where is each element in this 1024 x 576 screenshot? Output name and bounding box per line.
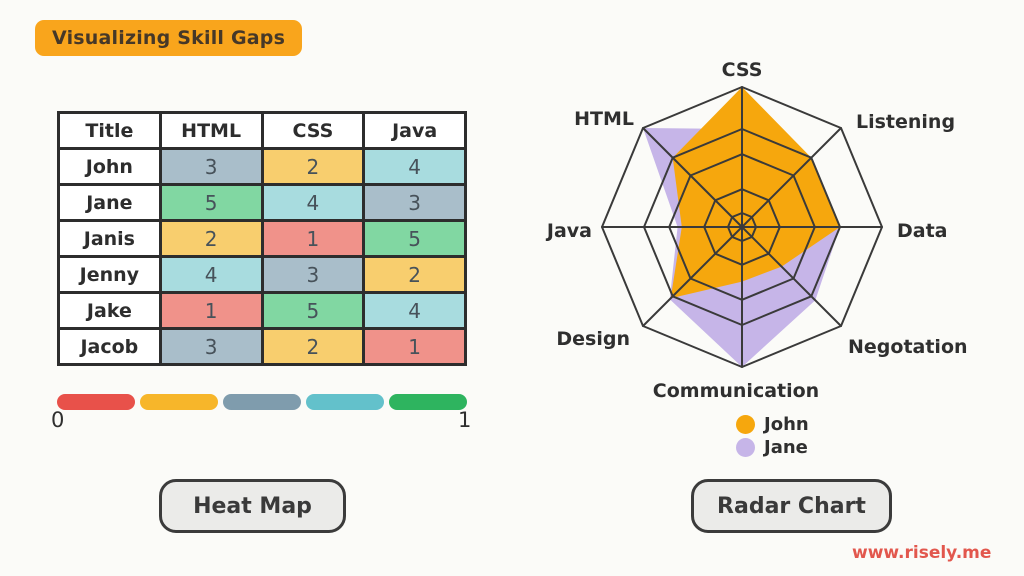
heatmap-col-header: Java — [362, 111, 467, 150]
scale-pill — [140, 394, 218, 410]
radar-chart-button-label: Radar Chart — [717, 493, 866, 519]
heatmap-cell: 3 — [158, 327, 264, 366]
radar-axis-label-negotation: Negotation — [848, 336, 968, 358]
scale-max-label: 1 — [458, 408, 472, 432]
heatmap-cell: 3 — [260, 255, 366, 294]
legend-swatch-icon — [736, 414, 755, 434]
heatmap-row-title: John — [57, 147, 162, 186]
radar-spoke — [741, 127, 842, 228]
radar-spoke — [642, 127, 743, 228]
heatmap-color-scale — [57, 394, 467, 410]
heatmap-cell: 2 — [260, 147, 366, 186]
title-badge-label: Visualizing Skill Gaps — [52, 27, 286, 49]
heatmap-cell: 5 — [158, 183, 264, 222]
radar-series-john — [670, 87, 840, 299]
scale-pill — [57, 394, 135, 410]
heatmap-cell: 3 — [158, 147, 264, 186]
legend-label: John — [764, 413, 809, 435]
heatmap-row-title: Jane — [57, 183, 162, 222]
heatmap-cell: 4 — [362, 147, 467, 186]
radar-chart-button[interactable]: Radar Chart — [691, 479, 892, 533]
heatmap-col-header: Title — [57, 111, 162, 150]
scale-pill — [306, 394, 384, 410]
radar-spoke — [741, 226, 842, 327]
heatmap-col-header: CSS — [260, 111, 366, 150]
heat-map-button-label: Heat Map — [193, 493, 312, 519]
radar-axis-label-communication: Communication — [653, 380, 819, 402]
radar-legend-item: John — [736, 413, 809, 435]
radar-axis-label-data: Data — [897, 220, 948, 242]
heatmap-cell: 4 — [158, 255, 264, 294]
radar-axis-label-html: HTML — [574, 108, 634, 130]
radar-axis-label-design: Design — [556, 328, 630, 350]
radar-axis-label-listening: Listening — [856, 111, 955, 133]
scale-pill — [223, 394, 301, 410]
heatmap-cell: 2 — [260, 327, 366, 366]
heatmap-cell: 4 — [260, 183, 366, 222]
heatmap-cell: 3 — [362, 183, 467, 222]
heatmap-row-title: Jenny — [57, 255, 162, 294]
radar-axis-label-java: Java — [545, 220, 592, 242]
heatmap-row-title: Jake — [57, 291, 162, 330]
heatmap-cell: 2 — [362, 255, 467, 294]
radar-axis-label-css: CSS — [722, 59, 763, 81]
heatmap-cell: 2 — [158, 219, 264, 258]
heatmap-cell: 5 — [260, 291, 366, 330]
heatmap-row-title: Janis — [57, 219, 162, 258]
heatmap-cell: 1 — [362, 327, 467, 366]
heatmap-row-title: Jacob — [57, 327, 162, 366]
legend-label: Jane — [764, 436, 808, 458]
heatmap-col-header: HTML — [158, 111, 264, 150]
scale-min-label: 0 — [51, 408, 65, 432]
heatmap-cell: 5 — [362, 219, 467, 258]
scale-pill — [389, 394, 467, 410]
heat-map-button[interactable]: Heat Map — [159, 479, 346, 533]
heatmap-cell: 1 — [260, 219, 366, 258]
heatmap-cell: 1 — [158, 291, 264, 330]
title-badge: Visualizing Skill Gaps — [35, 20, 303, 56]
radar-legend-item: Jane — [736, 436, 809, 458]
legend-swatch-icon — [736, 437, 755, 457]
radar-spoke — [642, 226, 743, 327]
heatmap-cell: 4 — [362, 291, 467, 330]
website-link[interactable]: www.risely.me — [852, 543, 992, 563]
